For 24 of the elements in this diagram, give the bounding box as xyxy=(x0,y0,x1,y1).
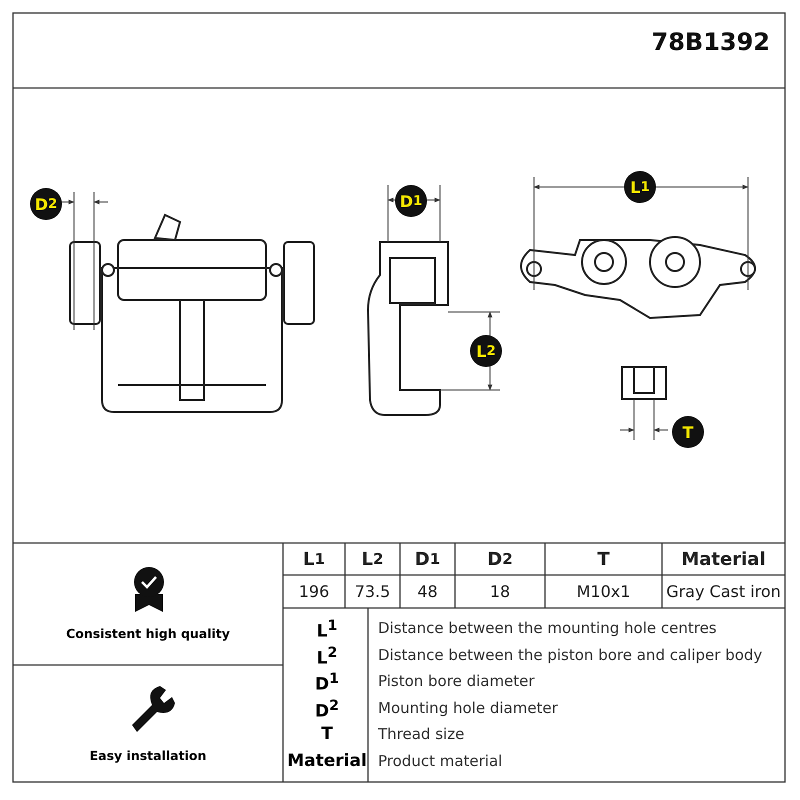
table-value: Gray Cast iron xyxy=(665,581,782,603)
table-value: M10x1 xyxy=(576,581,632,603)
dimension-definition: Piston bore diameter xyxy=(378,672,535,690)
dimension-key: D$^{1}$ xyxy=(285,671,369,695)
dimension-definition: Mounting hole diameter xyxy=(378,698,558,716)
dimension-key: L$^{2}$ xyxy=(285,644,369,668)
dimension-definition: Thread size xyxy=(378,725,464,743)
column-header: Material xyxy=(680,548,767,572)
table-value: 48 xyxy=(416,581,439,603)
table-value: 18 xyxy=(488,581,512,603)
dimension-key: D$^{2}$ xyxy=(285,698,369,722)
dimension-definition: Distance between the mounting hole centres xyxy=(378,619,717,637)
callout-label: T xyxy=(672,416,704,448)
feature-caption: Easy installation xyxy=(88,748,208,763)
dimension-key: L$^{1}$ xyxy=(285,618,369,642)
dimension-key: T xyxy=(285,724,369,744)
table-value: 196 xyxy=(298,581,330,603)
dimension-key: Material xyxy=(285,750,369,770)
feature-caption: Consistent high quality xyxy=(65,626,231,641)
dimension-definition: Distance between the piston bore and caliper body xyxy=(378,646,762,664)
part-number: 78B1392 xyxy=(652,28,770,56)
column-header: T xyxy=(596,548,611,572)
table-value: 73.5 xyxy=(354,581,392,603)
dimension-definition: Product material xyxy=(378,752,502,770)
